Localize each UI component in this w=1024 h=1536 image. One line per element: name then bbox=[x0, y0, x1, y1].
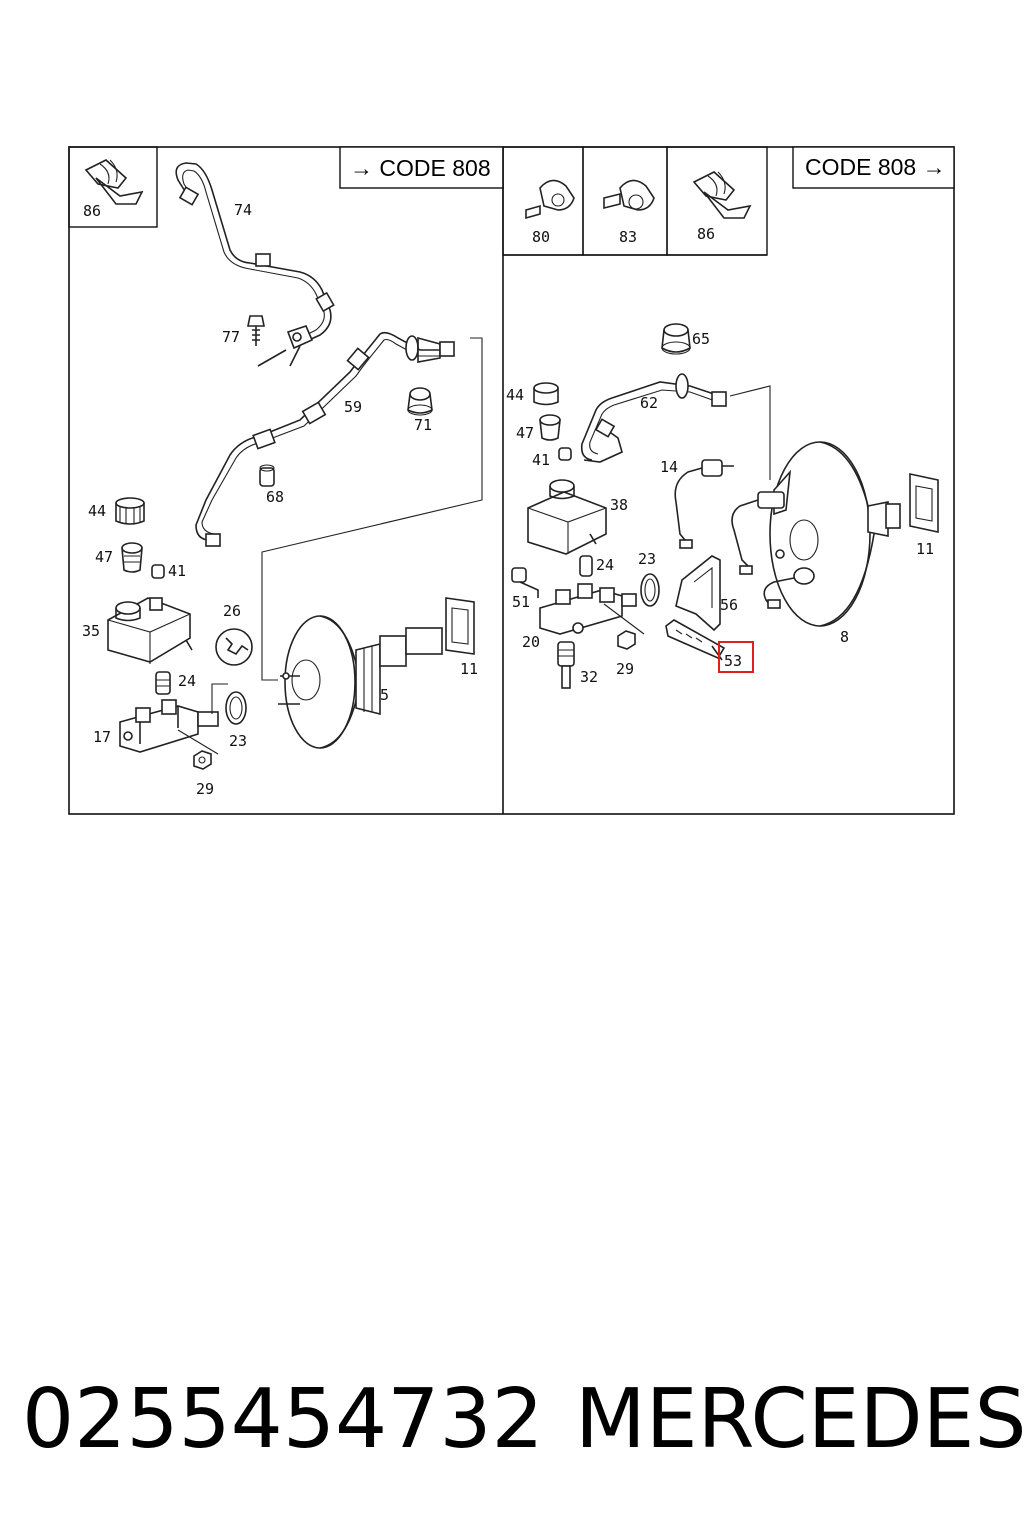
label-44-right: 44 bbox=[506, 386, 524, 404]
label-86-right: 86 bbox=[697, 225, 715, 243]
label-20: 20 bbox=[522, 633, 540, 651]
label-80: 80 bbox=[532, 228, 550, 246]
label-5: 5 bbox=[380, 686, 389, 704]
tool-26-icon bbox=[215, 628, 253, 666]
brake-booster-5-icon bbox=[278, 615, 443, 749]
bracket-56-icon bbox=[675, 555, 721, 632]
brake-booster-8-icon bbox=[731, 441, 901, 627]
clip-80-icon bbox=[525, 179, 575, 220]
brand-name: MERCEDES bbox=[575, 1372, 1024, 1467]
label-24-right: 24 bbox=[596, 556, 614, 574]
label-29-right: 29 bbox=[616, 660, 634, 678]
label-71: 71 bbox=[414, 416, 432, 434]
right-panel: 80 83 86 CODE 808 → 65 62 44 bbox=[502, 146, 955, 689]
o-ring-23-icon bbox=[225, 691, 247, 725]
label-24-left: 24 bbox=[178, 672, 196, 690]
nut-29-right-icon bbox=[617, 630, 636, 650]
label-32: 32 bbox=[580, 668, 598, 686]
sensor-14-icon bbox=[674, 459, 734, 549]
label-23-right: 23 bbox=[638, 550, 656, 568]
label-35: 35 bbox=[82, 622, 100, 640]
label-8: 8 bbox=[840, 628, 849, 646]
label-59: 59 bbox=[344, 398, 362, 416]
label-65: 65 bbox=[692, 330, 710, 348]
leader-line-left bbox=[261, 337, 483, 681]
o-ring-23-right-icon bbox=[640, 573, 660, 607]
label-47-left: 47 bbox=[95, 548, 113, 566]
caption: 0255454732 MERCEDES bbox=[0, 1370, 1024, 1470]
label-62: 62 bbox=[640, 394, 658, 412]
left-inset-box bbox=[68, 146, 158, 228]
left-panel: 86 → CODE 808 74 77 59 bbox=[68, 146, 504, 798]
clip-86-icon bbox=[84, 159, 144, 205]
label-41-right: 41 bbox=[532, 451, 550, 469]
brake-line-74 bbox=[175, 162, 332, 346]
sensor-53-icon bbox=[665, 619, 726, 661]
label-11-right: 11 bbox=[916, 540, 934, 558]
grommet-71-icon bbox=[407, 387, 433, 416]
plug-41-right-icon bbox=[558, 447, 572, 461]
screw-77-icon bbox=[247, 315, 265, 346]
plug-41-icon bbox=[151, 564, 165, 579]
highlight-box-53 bbox=[718, 641, 754, 673]
clip-83-icon bbox=[603, 179, 655, 211]
master-cylinder-20-icon bbox=[539, 583, 637, 635]
reservoir-cap-44-right-icon bbox=[533, 382, 559, 406]
switch-32-icon bbox=[557, 641, 575, 689]
reservoir-cap-44-icon bbox=[115, 497, 145, 525]
parts-diagram: 86 → CODE 808 74 77 59 bbox=[68, 146, 955, 815]
label-68: 68 bbox=[266, 488, 284, 506]
grommet-65-icon bbox=[661, 323, 691, 355]
label-29-left: 29 bbox=[196, 780, 214, 798]
sleeve-68-icon bbox=[259, 464, 275, 487]
leader-line-right bbox=[729, 385, 771, 480]
gasket-11-icon bbox=[445, 597, 475, 655]
right-code-box bbox=[792, 146, 955, 189]
reservoir-38-icon bbox=[527, 479, 607, 555]
grommet-24-right-icon bbox=[579, 555, 593, 577]
brake-line-59 bbox=[195, 331, 440, 541]
master-cylinder-17-icon bbox=[119, 699, 219, 753]
label-47-right: 47 bbox=[516, 424, 534, 442]
label-51: 51 bbox=[512, 593, 530, 611]
brake-line-62 bbox=[580, 381, 721, 461]
part-number: 0255454732 bbox=[22, 1372, 544, 1467]
label-44-left: 44 bbox=[88, 502, 106, 520]
label-14: 14 bbox=[660, 458, 678, 476]
label-11-left: 11 bbox=[460, 660, 478, 678]
label-77: 77 bbox=[222, 328, 240, 346]
label-left-inset: 86 bbox=[83, 202, 101, 220]
hose-fitting-59-end bbox=[405, 335, 455, 363]
label-23-left: 23 bbox=[229, 732, 247, 750]
label-83: 83 bbox=[619, 228, 637, 246]
left-code-box bbox=[339, 146, 504, 189]
left-code-label: → CODE 808 bbox=[350, 155, 491, 181]
clip-86-right-icon bbox=[692, 171, 752, 219]
nut-29-icon bbox=[193, 750, 212, 770]
label-74: 74 bbox=[234, 201, 252, 219]
label-17: 17 bbox=[93, 728, 111, 746]
gasket-11-right-icon bbox=[909, 473, 939, 533]
bleeder-51-icon bbox=[511, 567, 539, 598]
filter-47-icon bbox=[121, 542, 143, 573]
filter-47-right-icon bbox=[539, 414, 561, 441]
label-38: 38 bbox=[610, 496, 628, 514]
label-53: 53 bbox=[724, 652, 742, 670]
label-41-left: 41 bbox=[168, 562, 186, 580]
grommet-24-icon bbox=[155, 671, 171, 695]
reservoir-35-icon bbox=[107, 597, 193, 664]
label-26: 26 bbox=[223, 602, 241, 620]
right-code-label: CODE 808 → bbox=[805, 154, 946, 180]
label-56: 56 bbox=[720, 596, 738, 614]
